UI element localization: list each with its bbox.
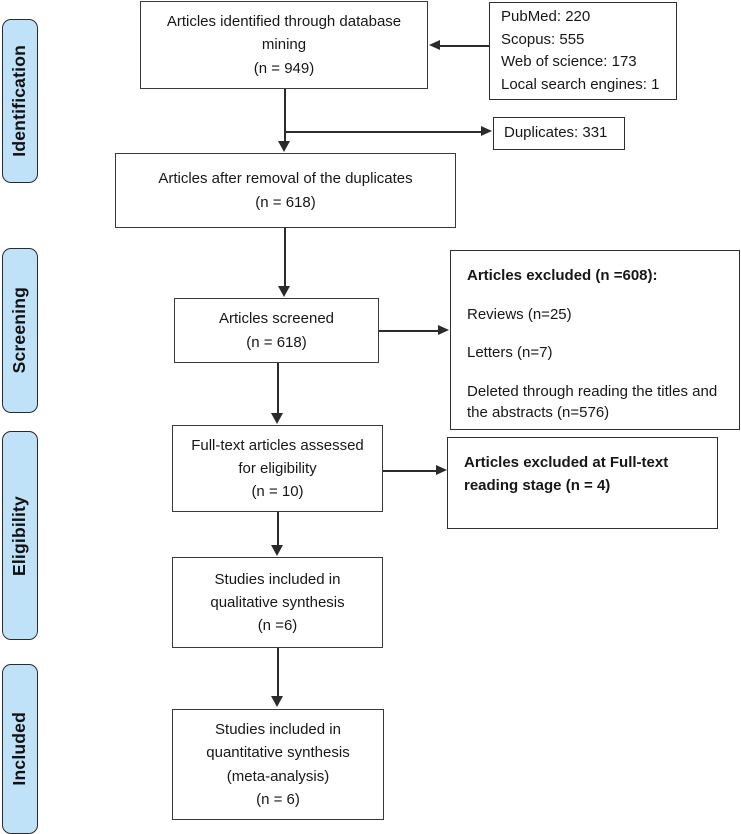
node-qualitative-synthesis: Studies included in qualitative synthesi…	[172, 557, 383, 648]
box-duplicates: Duplicates: 331	[493, 117, 625, 150]
node-fulltext-assessed-count: (n = 10)	[251, 483, 304, 501]
arrowhead-fulltext-to-qualitative	[271, 545, 283, 556]
connector-qualitative-to-quantitative	[277, 648, 279, 696]
node-articles-identified: Articles identified through database min…	[140, 1, 428, 89]
stage-label-included: Included	[9, 712, 30, 786]
stage-label-eligibility: Eligibility	[9, 495, 30, 576]
stage-pill-identification: Identification	[2, 19, 38, 183]
excluded-screening-headline: Articles excluded (n =608):	[467, 267, 658, 284]
source-item-pubmed: PubMed: 220	[501, 8, 591, 25]
connector-screened-to-fulltext	[277, 363, 279, 413]
connector-identified-to-duplicates	[284, 131, 482, 133]
node-fulltext-assessed-line2: for eligibility	[238, 459, 317, 477]
node-quantitative-synthesis-line2: quantitative synthesis	[206, 744, 350, 762]
stage-label-screening: Screening	[9, 287, 30, 374]
node-qualitative-synthesis-count: (n =6)	[257, 617, 298, 635]
node-articles-screened: Articles screened (n = 618)	[174, 298, 379, 363]
stage-pill-eligibility: Eligibility	[2, 431, 38, 640]
stage-pill-included: Included	[2, 664, 38, 834]
node-articles-after-duplicates: Articles after removal of the duplicates…	[115, 153, 456, 228]
excluded-screening-reason-letters: Letters (n=7)	[467, 344, 553, 361]
arrowhead-after-duplicates-to-screened	[278, 286, 290, 297]
connector-identified-to-after-duplicates	[284, 89, 286, 141]
box-database-sources: PubMed: 220 Scopus: 555 Web of science: …	[489, 2, 677, 100]
node-articles-identified-count: (n = 949)	[253, 59, 315, 77]
node-articles-screened-line1: Articles screened	[218, 310, 335, 328]
node-quantitative-synthesis-count: (n = 6)	[256, 790, 300, 808]
arrowhead-qualitative-to-quantitative	[271, 696, 283, 707]
node-articles-after-duplicates-count: (n = 618)	[255, 193, 316, 211]
connector-fulltext-to-excluded	[383, 470, 437, 472]
arrowhead-fulltext-to-excluded	[436, 465, 447, 475]
excluded-screening-reason-reviews: Reviews (n=25)	[467, 305, 572, 323]
node-fulltext-assessed-line1: Full-text articles assessed	[191, 436, 364, 454]
arrowhead-identified-to-duplicates	[481, 126, 492, 136]
node-fulltext-assessed: Full-text articles assessed for eligibil…	[172, 425, 383, 512]
node-qualitative-synthesis-line2: qualitative synthesis	[210, 593, 345, 611]
excluded-screening-reason-titles-abstracts: Deleted through reading the titles and t…	[467, 382, 718, 422]
connector-screened-to-excluded	[379, 330, 439, 332]
arrowhead-identified-to-after-duplicates	[278, 141, 290, 152]
excluded-fulltext-line1: Articles excluded at Full-text	[464, 454, 669, 471]
connector-fulltext-to-qualitative	[277, 512, 279, 545]
arrowhead-sources-to-identified	[429, 39, 440, 50]
box-articles-excluded-fulltext: Articles excluded at Full-text reading s…	[447, 437, 718, 529]
arrowhead-screened-to-excluded	[438, 325, 449, 335]
source-item-web-of-science: Web of science: 173	[501, 53, 637, 70]
node-quantitative-synthesis: Studies included in quantitative synthes…	[172, 709, 384, 820]
box-articles-excluded-screening: Articles excluded (n =608): Reviews (n=2…	[450, 250, 740, 430]
source-item-scopus: Scopus: 555	[501, 30, 585, 48]
node-quantitative-synthesis-line1: Studies included in	[215, 721, 341, 738]
node-articles-identified-line1: Articles identified through database	[166, 13, 402, 31]
node-articles-after-duplicates-line1: Articles after removal of the duplicates	[158, 170, 413, 188]
connector-after-duplicates-to-screened	[284, 228, 286, 286]
connector-sources-to-identified	[440, 45, 490, 47]
excluded-fulltext-line2: reading stage (n = 4)	[464, 476, 611, 494]
node-qualitative-synthesis-line1: Studies included in	[214, 570, 341, 588]
arrowhead-screened-to-fulltext	[271, 413, 283, 424]
node-articles-identified-line2: mining	[261, 36, 307, 54]
duplicates-label: Duplicates: 331	[504, 124, 608, 142]
stage-pill-screening: Screening	[2, 248, 38, 413]
source-item-local-search-engines: Local search engines: 1	[501, 75, 660, 93]
node-quantitative-synthesis-line3: (meta-analysis)	[226, 767, 330, 785]
node-articles-screened-count: (n = 618)	[246, 333, 307, 351]
stage-label-identification: Identification	[9, 45, 30, 157]
